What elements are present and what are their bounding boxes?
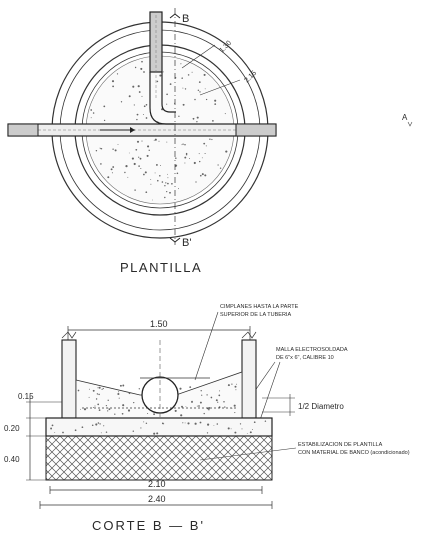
h-015-label: 0.15 xyxy=(18,392,34,401)
section-view: CIMPLANES HASTA LA PARTE SUPERIOR DE LA … xyxy=(4,304,410,533)
section-arrow-bottom-icon xyxy=(169,237,181,243)
vertical-pipe xyxy=(149,11,176,125)
note-base-2: CON MATERIAL DE BANCO (acondicionado) xyxy=(298,450,410,456)
stabilized-base xyxy=(45,435,273,481)
h-040-label: 0.40 xyxy=(4,455,20,464)
dim-outer-label: 2.15 xyxy=(243,70,258,85)
section-label-top: B xyxy=(182,13,189,25)
base-slab xyxy=(45,417,273,437)
side-arrow-icon xyxy=(407,121,413,127)
pipe-note: 1/2 Diametro xyxy=(298,402,344,411)
note-top-2: SUPERIOR DE LA TUBERIA xyxy=(220,312,291,318)
note-mesh-2: DE 6"x 6", CALIBRE 10 xyxy=(276,355,334,361)
dim-2-40-label: 2.40 xyxy=(148,494,166,504)
right-wall xyxy=(241,339,257,419)
dim-top-label: 1.50 xyxy=(150,319,168,329)
dim-outer-leader xyxy=(199,79,241,96)
section-concrete-texture xyxy=(77,383,238,417)
plan-concrete-texture xyxy=(90,60,228,201)
note-top-leader xyxy=(194,311,219,381)
side-label-a: A xyxy=(402,113,408,122)
note-base-1: ESTABILIZACION DE PLANTILLA xyxy=(298,442,383,448)
dim-inner-leader xyxy=(181,44,216,69)
dim-inner-label: 1.30 xyxy=(218,40,233,55)
horizontal-pipe xyxy=(7,123,277,137)
dim-2-10-label: 2.10 xyxy=(148,479,166,489)
left-wall xyxy=(61,339,77,419)
section-label-bottom: B' xyxy=(182,237,191,249)
note-mesh-1: MALLA ELECTROSOLDADA xyxy=(276,347,348,353)
plan-title: PLANTILLA xyxy=(120,260,202,275)
slab-texture xyxy=(50,420,267,435)
note-top-1: CIMPLANES HASTA LA PARTE xyxy=(220,304,299,310)
plan-view: B B' 1.30 2.15 A PLANTILLA xyxy=(7,8,413,275)
note-mesh-leader-2 xyxy=(259,361,281,421)
section-arrow-top-icon xyxy=(169,13,181,19)
section-title: CORTE B — B' xyxy=(92,518,205,533)
h-020-label: 0.20 xyxy=(4,424,20,433)
